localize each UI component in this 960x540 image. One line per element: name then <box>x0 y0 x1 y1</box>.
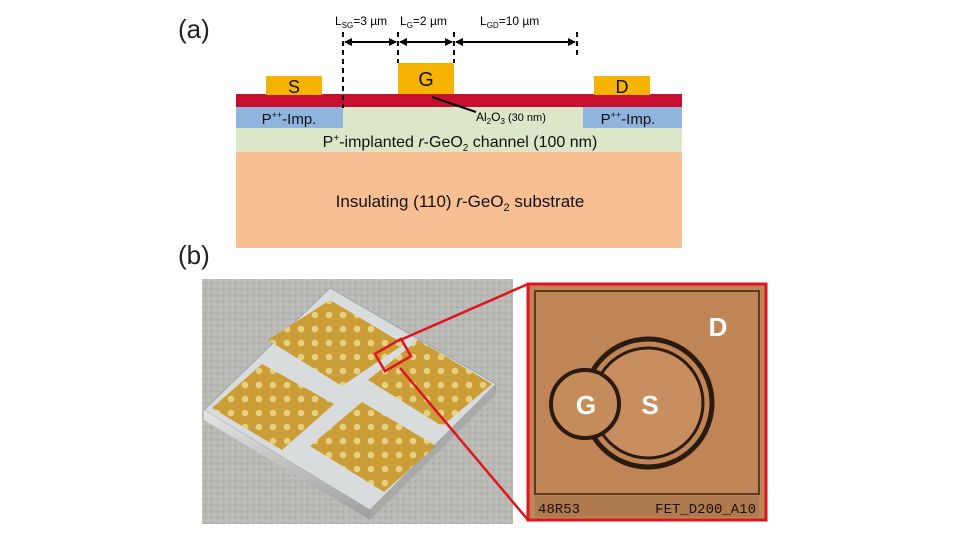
pad-block-left <box>212 364 334 450</box>
drain-label: D <box>616 77 629 97</box>
micrograph-inner-border <box>534 290 760 495</box>
source-implant <box>236 107 343 128</box>
zoom-connector-top <box>397 282 529 343</box>
substrate-layer <box>236 152 682 248</box>
oxide-pointer <box>431 96 477 113</box>
micrograph-id-strip <box>535 496 759 517</box>
micro-source-label: S <box>641 390 658 420</box>
oxide-label: Al2O3 (30 nm) <box>476 110 546 126</box>
source-label: S <box>288 77 300 97</box>
dimension-guides <box>342 32 578 108</box>
drain-implant <box>583 107 682 128</box>
channel-label: P+-implanted r-GeO2 channel (100 nm) <box>323 133 598 154</box>
substrate-label: Insulating (110) r-GeO2 substrate <box>336 192 585 214</box>
sg-dimension-label: LSG=3 µm <box>335 14 387 30</box>
pad-block-top <box>268 300 404 386</box>
chip-edge-right <box>370 384 496 520</box>
gd-dimension-label: LGD=10 µm <box>480 14 539 30</box>
zoom-region-marker <box>373 337 413 373</box>
pad-block-bottom <box>310 402 436 492</box>
gate-contact <box>398 63 454 94</box>
source-contact <box>266 76 322 95</box>
drain-contact <box>594 76 650 95</box>
micro-gate-label: G <box>576 390 596 420</box>
chip-edge <box>204 410 370 520</box>
gate-pad <box>549 368 621 440</box>
zoom-connector-bottom <box>399 367 529 521</box>
device-cross-section: LSG=3 µm LG=2 µm LGD=10 µm S G D P++-Imp… <box>236 14 682 248</box>
oxide-layer <box>236 94 682 107</box>
g-dimension-label: LG=2 µm <box>400 14 447 30</box>
source-implant-label: P++-Imp. <box>262 110 317 128</box>
micro-id-right: FET_D200_A10 <box>655 502 756 518</box>
panel-a-label: (a) <box>178 14 210 44</box>
pad-block-right <box>368 340 492 426</box>
panel-b-label: (b) <box>178 240 210 270</box>
micro-id-left: 48R53 <box>538 502 580 518</box>
micro-drain-label: D <box>709 312 728 342</box>
drain-implant-label: P++-Imp. <box>601 110 656 128</box>
gate-label: G <box>418 69 434 91</box>
